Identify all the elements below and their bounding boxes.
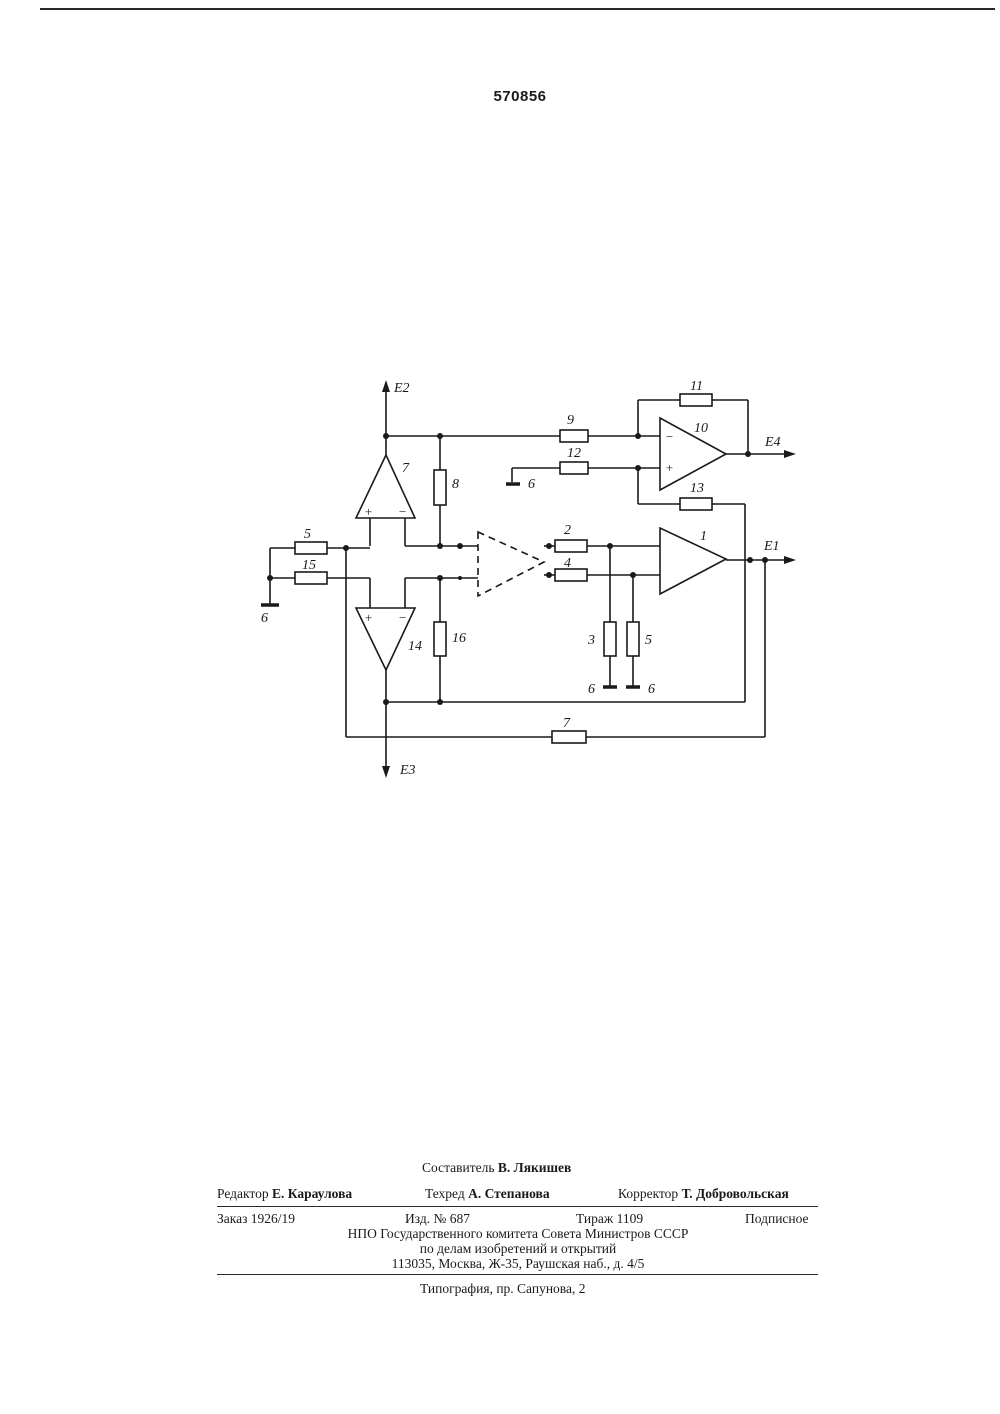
label-3: 3 xyxy=(587,633,595,648)
opamp-12-minus: − xyxy=(665,429,674,444)
resistor-8 xyxy=(295,542,327,554)
arrow-e1 xyxy=(784,556,796,564)
resistor-13 xyxy=(680,394,712,406)
label-11: 9 xyxy=(567,413,574,428)
subscription: Подписное xyxy=(745,1211,809,1227)
output-e1: E1 xyxy=(763,539,780,554)
label-4: 4 xyxy=(564,556,571,571)
label-9: 7 xyxy=(402,461,410,476)
output-e3: E3 xyxy=(399,763,416,778)
imprint-divider xyxy=(217,1274,818,1275)
arrow-e4 xyxy=(784,450,796,458)
resistor-18 xyxy=(434,622,446,656)
label-8: 5 xyxy=(304,527,311,542)
label-12: 10 xyxy=(694,421,708,436)
resistor-2 xyxy=(555,540,587,552)
label-10: 8 xyxy=(452,477,459,492)
opamp-16-minus: − xyxy=(398,610,407,625)
output-e2: E2 xyxy=(393,381,410,396)
compiler-line: Составитель В. Лякишев xyxy=(422,1160,571,1176)
opamp-9-plus: + xyxy=(364,504,373,519)
editor-credit: Редактор Е. Караулова xyxy=(217,1186,352,1202)
label-18: 16 xyxy=(452,631,466,646)
resistor-10 xyxy=(434,470,446,505)
label-16: 14 xyxy=(408,639,422,654)
resistor-17 xyxy=(295,572,327,584)
ground-label: 6 xyxy=(648,682,655,697)
organization-line-1: НПО Государственного комитета Совета Мин… xyxy=(0,1226,1000,1242)
output-e4: E4 xyxy=(764,435,781,450)
label-14: 12 xyxy=(567,446,581,461)
ground-label: 6 xyxy=(261,611,268,626)
resistor-15 xyxy=(680,498,712,510)
label-7: 7 xyxy=(563,716,571,731)
arrow-e2 xyxy=(382,380,390,392)
corrector-credit: Корректор Т. Добровольская xyxy=(618,1186,789,1202)
imprint-divider xyxy=(217,1206,818,1207)
printing-house: Типография, пр. Сапунова, 2 xyxy=(420,1281,586,1297)
order-number: Заказ 1926/19 xyxy=(217,1211,295,1227)
circuit-schematic: 11 9 10 12 13 7 8 1 2 4 5 15 14 16 3 5 7… xyxy=(0,0,1000,820)
tech-editor-credit: Техред А. Степанова xyxy=(425,1186,550,1202)
dashed-amplifier xyxy=(478,532,544,596)
organization-line-2: по делам изобретений и открытий xyxy=(0,1241,1000,1257)
resistor-14 xyxy=(560,462,588,474)
address-line: 113035, Москва, Ж-35, Раушская наб., д. … xyxy=(0,1256,1000,1272)
label-15: 13 xyxy=(690,481,704,496)
opamp-9-minus: − xyxy=(398,504,407,519)
ground-label: 6 xyxy=(588,682,595,697)
label-5: 5 xyxy=(645,633,652,648)
arrow-e3 xyxy=(382,766,390,778)
ground-label: 6 xyxy=(528,477,535,492)
edition-number: Изд. № 687 xyxy=(405,1211,470,1227)
opamp-12-plus: + xyxy=(665,460,674,475)
label-1: 1 xyxy=(700,529,707,544)
label-13: 11 xyxy=(690,379,703,394)
opamp-1 xyxy=(660,528,726,594)
opamp-16-plus: + xyxy=(364,610,373,625)
label-17: 15 xyxy=(302,558,316,573)
resistor-5 xyxy=(627,622,639,656)
label-2: 2 xyxy=(564,523,571,538)
circulation: Тираж 1109 xyxy=(576,1211,643,1227)
resistor-11 xyxy=(560,430,588,442)
resistor-7 xyxy=(552,731,586,743)
resistor-4 xyxy=(555,569,587,581)
resistor-3 xyxy=(604,622,616,656)
